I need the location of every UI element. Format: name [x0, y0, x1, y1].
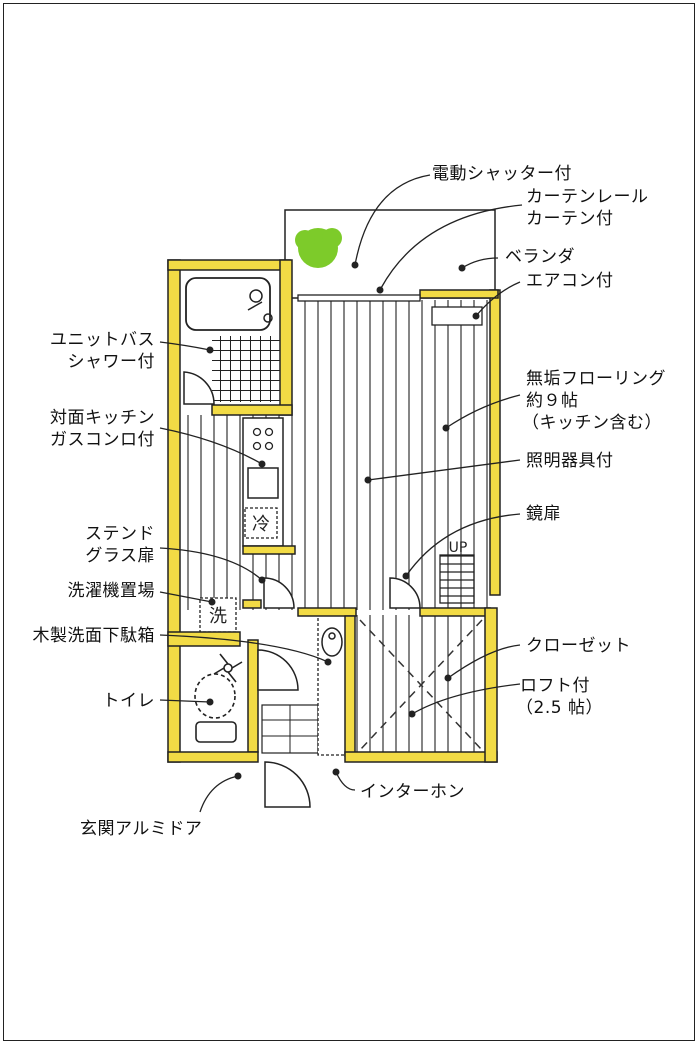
label-kitchen-1: 対面キッチン — [50, 408, 155, 428]
label-entrance: 玄関アルミドア — [80, 819, 203, 839]
loft-cross — [359, 619, 483, 751]
label-lighting: 照明器具付 — [526, 451, 614, 471]
label-stained-1: ステンド — [85, 524, 155, 544]
fridge-mark: 冷 — [252, 514, 270, 535]
bath-door — [183, 371, 215, 405]
label-loft-2: （2.5 帖） — [516, 698, 603, 718]
label-closet: クローゼット — [526, 636, 631, 656]
toilet-icon — [194, 653, 243, 743]
toilet-door — [257, 649, 299, 691]
toilet-room — [180, 650, 250, 750]
label-aircon: エアコン付 — [526, 271, 614, 291]
loft-ladder — [439, 554, 475, 604]
stairs-up-mark: UP — [449, 540, 468, 556]
doors — [183, 371, 421, 808]
stove-icon — [252, 427, 274, 451]
aircon-unit — [431, 306, 483, 326]
page-frame — [3, 3, 695, 1041]
label-flooring-2: 約９帖 — [526, 391, 579, 411]
entrance-door — [264, 761, 311, 808]
entrance-grid — [262, 705, 318, 753]
label-curtain: カーテン付 — [526, 209, 614, 229]
mirror-door — [389, 577, 421, 609]
tree-icon — [295, 228, 342, 268]
label-intercom: インターホン — [360, 782, 465, 802]
bath-faucet-icon — [247, 289, 273, 323]
label-flooring-1: 無垢フローリング — [526, 369, 666, 389]
bath-tile — [212, 336, 280, 402]
sink-icon — [247, 467, 279, 499]
bathtub — [185, 277, 271, 331]
leader-dots — [206, 261, 480, 780]
window-sash — [297, 294, 421, 302]
label-loft-1: ロフト付 — [520, 676, 590, 696]
label-toilet: トイレ — [102, 691, 155, 711]
label-curtain-rail: カーテンレール — [526, 187, 649, 207]
label-shutter: 電動シャッター付 — [432, 164, 572, 184]
label-shoe-box: 木製洗面下駄箱 — [32, 626, 155, 646]
label-veranda: ベランダ — [505, 247, 575, 267]
label-stained-2: グラス扉 — [85, 546, 155, 566]
label-kitchen-2: ガスコンロ付 — [50, 430, 155, 450]
washer-mark: 洗 — [209, 606, 227, 627]
stained-glass-door — [263, 577, 295, 609]
label-unit-bath-2: シャワー付 — [67, 352, 155, 372]
label-unit-bath-1: ユニットバス — [50, 330, 155, 350]
basin-icon — [321, 627, 343, 657]
fridge-box — [244, 507, 278, 539]
walls — [167, 259, 501, 763]
label-mirror-door: 鏡扉 — [526, 504, 561, 524]
label-washer: 洗濯機置場 — [67, 581, 155, 601]
label-flooring-3: （キッチン含む） — [522, 413, 662, 433]
washer-box — [199, 597, 237, 633]
